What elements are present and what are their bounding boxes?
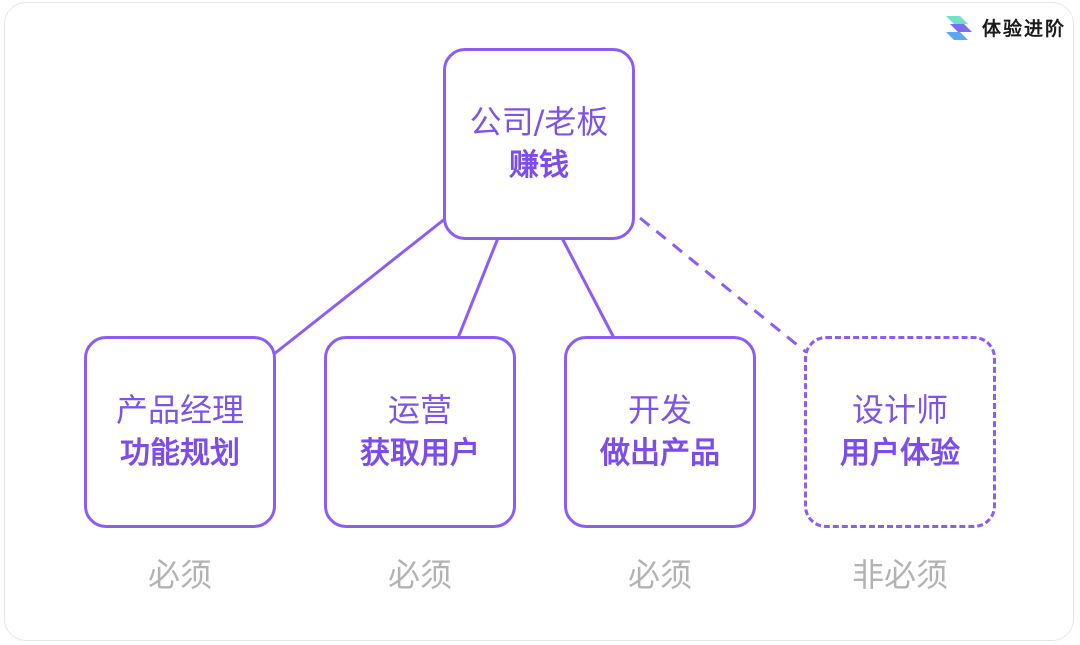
node-development: 开发 做出产品 <box>564 336 756 528</box>
requirement-label-designer: 非必须 <box>851 556 948 594</box>
connector-top-to-design <box>639 216 807 354</box>
node-goal: 用户体验 <box>840 436 960 471</box>
node-role: 产品经理 <box>115 391 244 429</box>
node-role: 公司/老板 <box>469 103 609 141</box>
node-role: 开发 <box>627 391 692 429</box>
node-goal: 获取用户 <box>360 436 480 471</box>
node-role: 运营 <box>387 391 452 429</box>
node-operations: 运营 获取用户 <box>324 336 516 528</box>
connector-top-to-ops <box>456 237 500 339</box>
requirement-label-development: 必须 <box>627 556 692 594</box>
brand-logo-icon <box>945 16 972 40</box>
requirement-label-operations: 必须 <box>387 556 452 594</box>
node-role: 设计师 <box>851 391 948 429</box>
node-goal: 功能规划 <box>120 436 240 471</box>
connector-top-to-dev <box>560 237 616 339</box>
brand: 体验进阶 <box>944 12 1066 42</box>
node-product-manager: 产品经理 功能规划 <box>84 336 276 528</box>
node-company-boss: 公司/老板 赚钱 <box>443 48 635 240</box>
node-goal: 赚钱 <box>509 148 569 183</box>
node-goal: 做出产品 <box>600 436 720 471</box>
connector-top-to-pm <box>273 216 447 356</box>
node-designer: 设计师 用户体验 <box>804 336 996 528</box>
requirement-label-product-manager: 必须 <box>147 556 212 594</box>
brand-name: 体验进阶 <box>981 17 1066 40</box>
